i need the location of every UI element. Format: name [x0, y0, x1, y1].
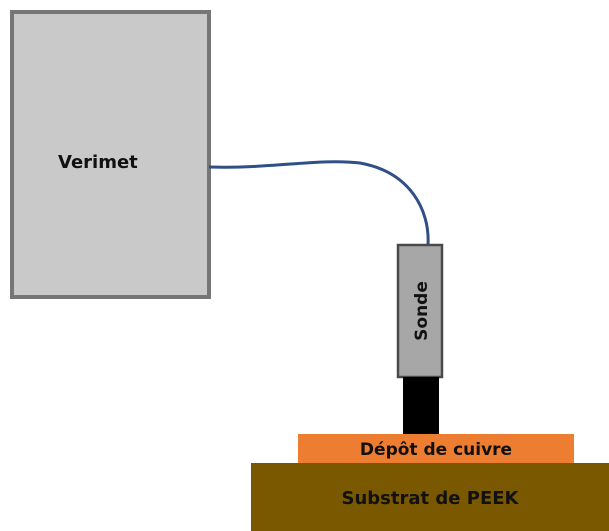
probe-tip [403, 377, 439, 434]
copper-coating-label: Dépôt de cuivre [360, 440, 512, 460]
cable [208, 160, 430, 246]
peek-substrate [251, 463, 609, 531]
peek-substrate-label: Substrat de PEEK [342, 488, 520, 509]
copper-coating-layer [298, 434, 574, 463]
verimet-device [10, 10, 211, 299]
verimet-label: Verimet [58, 152, 138, 173]
probe-label: Sonde [412, 281, 432, 341]
